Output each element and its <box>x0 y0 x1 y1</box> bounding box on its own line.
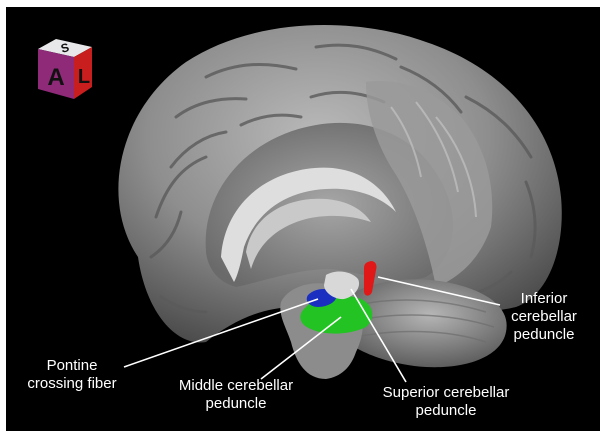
label-line: cerebellar <box>492 308 596 326</box>
label-line: Middle cerebellar <box>161 377 311 395</box>
cube-front-letter: A <box>47 64 64 91</box>
label-line: Superior cerebellar <box>361 384 531 402</box>
label-line: Pontine <box>18 357 126 375</box>
brain-render-viewport: S A L Inferior cerebellar peduncle Ponti… <box>6 7 600 431</box>
label-pontine-crossing-fiber: Pontine crossing fiber <box>18 357 126 393</box>
label-line: peduncle <box>161 395 311 413</box>
label-line: peduncle <box>361 402 531 420</box>
label-superior-cerebellar-peduncle: Superior cerebellar peduncle <box>361 384 531 420</box>
label-line: peduncle <box>492 326 596 344</box>
label-line: crossing fiber <box>18 375 126 393</box>
label-middle-cerebellar-peduncle: Middle cerebellar peduncle <box>161 377 311 413</box>
label-line: Inferior <box>492 290 596 308</box>
orientation-cube: S A L <box>34 37 104 101</box>
cube-side-letter: L <box>78 66 90 88</box>
label-inferior-cerebellar-peduncle: Inferior cerebellar peduncle <box>492 290 596 344</box>
